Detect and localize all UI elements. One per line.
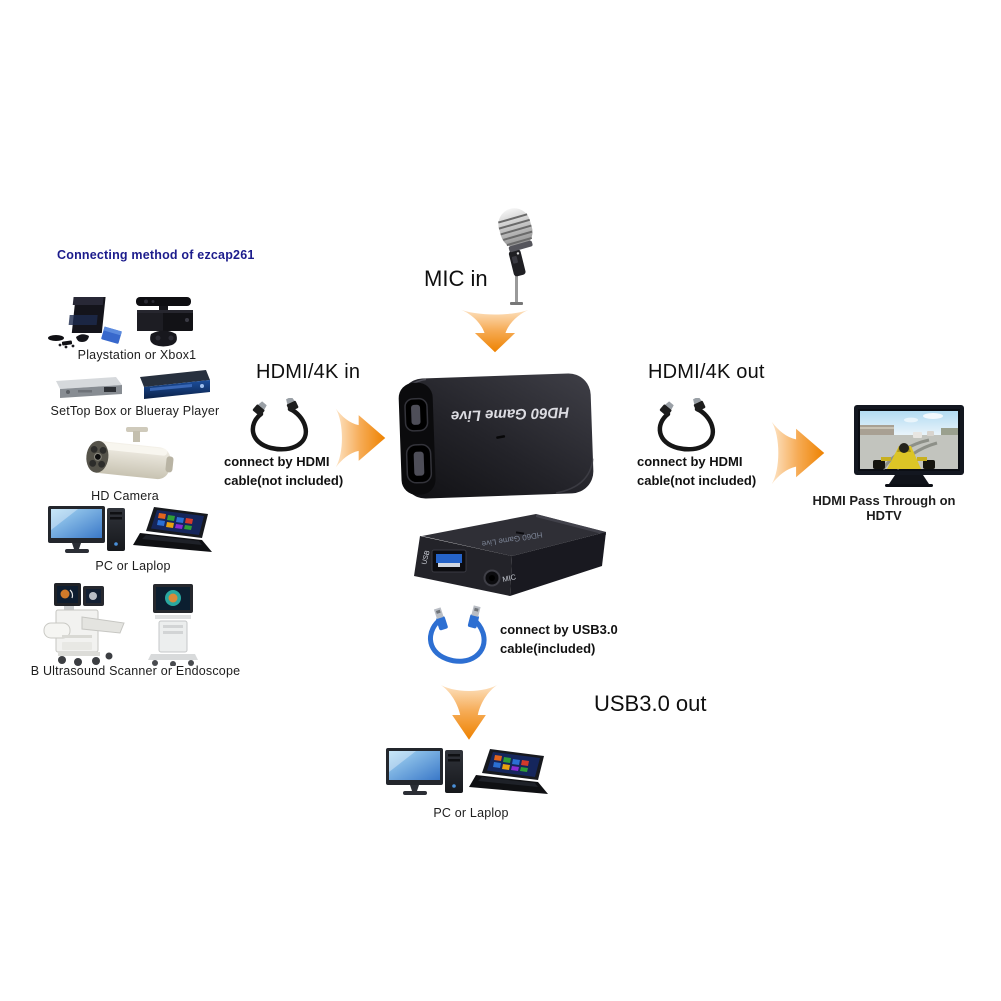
ultrasound-caption: B Ultrasound Scanner or Endoscope	[30, 664, 241, 678]
usb-note-line1: connect by USB3.0	[500, 622, 618, 637]
blueray-player-icon	[140, 370, 210, 399]
endoscope-trolley-icon	[148, 584, 198, 666]
usb-cable-icon	[428, 605, 487, 664]
camera-caption: HD Camera	[91, 489, 159, 503]
settop-caption: SetTop Box or Blueray Player	[50, 404, 220, 418]
capture-device-front-icon: HD60 Game Live USB MIC	[414, 514, 606, 596]
hdmi-cable-icon	[657, 398, 716, 452]
console-caption: Playstation or Xbox1	[77, 348, 197, 362]
mic-in-heading: MIC in	[424, 266, 488, 291]
usb-out-heading: USB3.0 out	[594, 691, 707, 716]
arrow-right-hdmi-out-icon	[771, 421, 825, 485]
hdmi-in-heading: HDMI/4K in	[256, 361, 361, 383]
arrow-down-mic-icon	[458, 308, 532, 353]
hdtv-icon	[854, 405, 964, 487]
hdmi-cable-icon	[250, 398, 309, 452]
hdmi-out-note-line2: cable(not included)	[637, 473, 757, 488]
usb-note-line2: cable(included)	[500, 641, 596, 656]
bottom-pc-caption: PC or Laplop	[433, 806, 509, 820]
xbox-console-icon	[136, 297, 193, 347]
usb-port-label: USB	[421, 549, 432, 565]
usb-note: connect by USB3.0 cable(included)	[500, 620, 618, 658]
pc-caption: PC or Laplop	[95, 559, 171, 573]
playstation-console-icon	[48, 297, 122, 349]
tv-caption: HDMI Pass Through on HDTV	[812, 493, 956, 523]
hd-camera-icon	[86, 427, 174, 480]
arrow-down-usb-icon	[438, 683, 500, 740]
hdmi-in-note: connect by HDMI cable(not included)	[224, 452, 343, 490]
page-title: Connecting method of ezcap261	[57, 248, 255, 262]
capture-device-top-icon: HD60 Game Live	[398, 373, 594, 499]
laptop-icon	[133, 507, 212, 552]
hdmi-in-note-line2: cable(not included)	[224, 473, 344, 488]
hdmi-out-note: connect by HDMI cable(not included)	[637, 452, 756, 490]
ultrasound-scanner-icon	[43, 583, 125, 666]
microphone-icon	[497, 208, 533, 305]
arrow-right-hdmi-in-icon	[335, 408, 386, 468]
settop-box-icon	[56, 377, 122, 398]
device-brand-text-mirrored: HD60 Game Live	[451, 403, 570, 424]
mic-jack-label: MIC	[502, 572, 518, 584]
desktop-pc-icon	[386, 748, 463, 795]
laptop-icon	[469, 749, 548, 794]
hdmi-in-note-line1: connect by HDMI	[224, 454, 330, 469]
desktop-pc-icon	[48, 506, 125, 553]
hdmi-out-heading: HDMI/4K out	[648, 361, 765, 383]
hdmi-out-note-line1: connect by HDMI	[637, 454, 743, 469]
tv-screen-racing-game	[860, 411, 958, 470]
